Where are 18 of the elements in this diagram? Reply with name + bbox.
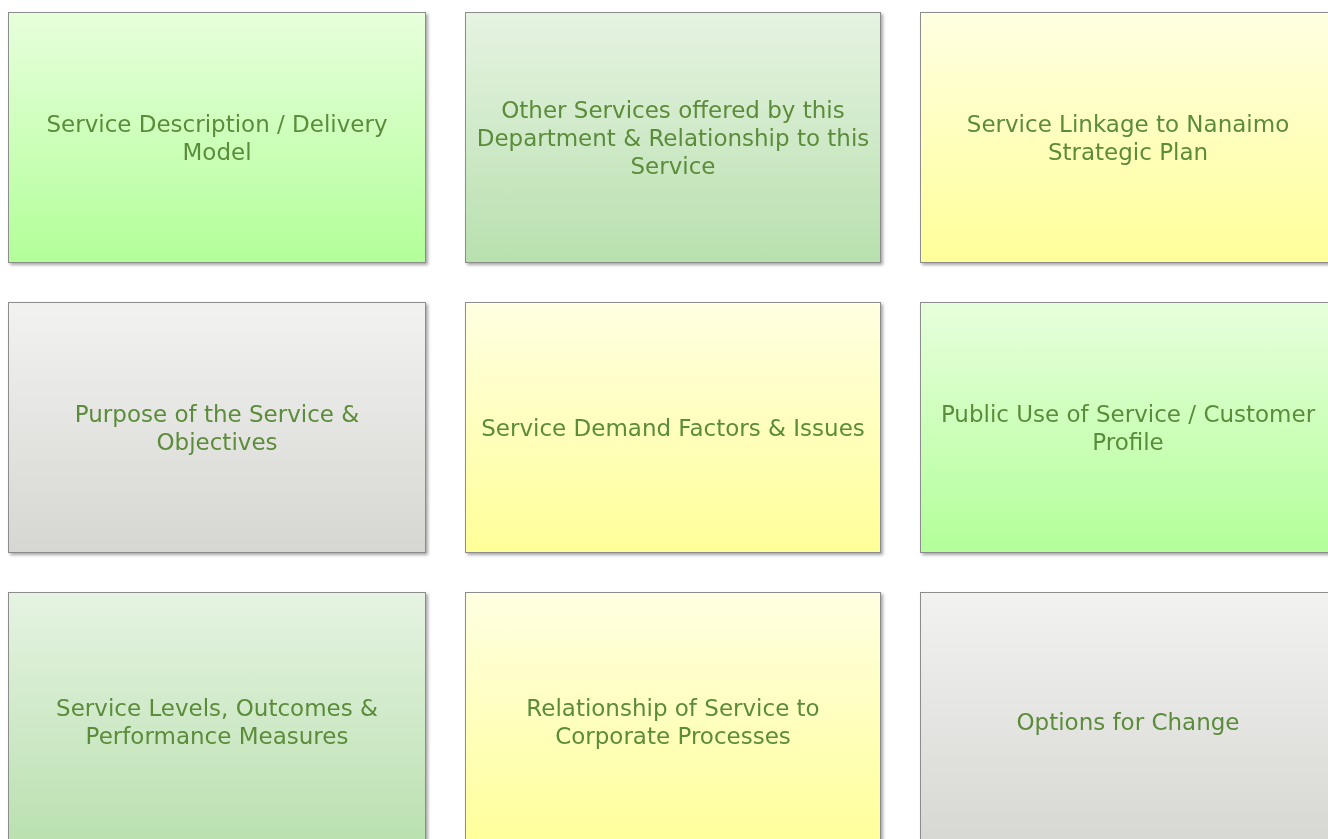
topic-box bbox=[920, 12, 1328, 263]
box-label: Purpose of the Service & Objectives bbox=[73, 399, 361, 456]
topic-box bbox=[465, 592, 881, 839]
box-label: Service Levels, Outcomes & Performance Measures bbox=[55, 694, 379, 750]
topic-box bbox=[920, 302, 1328, 553]
box-label: Public Use of Service / Customer Profile bbox=[939, 399, 1317, 456]
topic-box bbox=[465, 12, 881, 263]
box-label: Relationship of Service to Corporate Processes bbox=[525, 694, 821, 750]
topic-box bbox=[465, 302, 881, 553]
topic-box bbox=[8, 302, 426, 553]
topic-box bbox=[920, 592, 1328, 839]
box-label: Service Linkage to Nanaimo Strategic Plan bbox=[965, 109, 1291, 166]
box-label: Other Services offered by this Department & Relationship to this Service bbox=[475, 95, 871, 180]
topic-box bbox=[8, 12, 426, 263]
topic-box bbox=[8, 592, 426, 839]
box-label: Service Description / Delivery Model bbox=[45, 109, 389, 166]
box-label: Options for Change bbox=[1015, 708, 1241, 736]
box-label: Service Demand Factors & Issues bbox=[480, 413, 866, 442]
